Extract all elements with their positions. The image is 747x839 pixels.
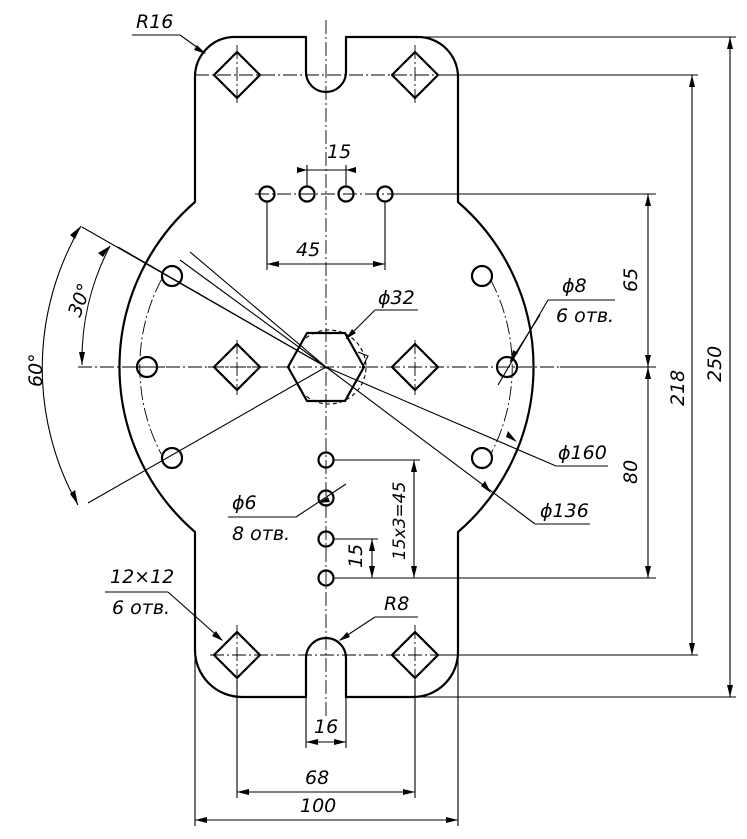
label-r8: R8 (384, 593, 409, 615)
label-12x12: 12×12 (110, 566, 174, 588)
label-30deg: 30° (64, 281, 96, 320)
label-68: 68 (305, 767, 329, 789)
dim-16 (305, 697, 347, 748)
label-d6-count: 8 отв. (232, 523, 290, 545)
dim-218 (440, 74, 698, 656)
label-d6: ϕ6 (232, 492, 257, 514)
dim-100 (194, 650, 459, 826)
label-d160: ϕ160 (558, 442, 607, 464)
label-80: 80 (620, 460, 642, 484)
leader-d6 (228, 483, 347, 518)
dimension-labels: R16 15 45 ϕ32 ϕ8 6 отв. 65 30° 60° 218 2… (25, 11, 726, 817)
label-16: 16 (314, 716, 338, 738)
label-d8-count: 6 отв. (556, 305, 614, 327)
dim-68 (236, 680, 416, 798)
dim-45 (266, 202, 386, 270)
label-65: 65 (620, 268, 642, 292)
label-r16: R16 (136, 11, 173, 33)
leader-d32 (345, 309, 418, 340)
label-60deg: 60° (25, 353, 47, 387)
label-15-bottom: 15 (345, 544, 367, 568)
label-45: 45 (296, 239, 320, 261)
angle-construction (41, 225, 327, 506)
label-d8: ϕ8 (562, 275, 587, 297)
dim-250 (413, 36, 736, 698)
dim-65-80 (334, 193, 656, 579)
leader-d160-d136 (325, 366, 608, 525)
square-holes (212, 50, 440, 680)
label-12x12-count: 6 отв. (112, 597, 170, 619)
label-100: 100 (300, 795, 336, 817)
central-hexagon (286, 329, 369, 405)
vertical-hole-column (317, 451, 335, 587)
leader-12x12 (105, 591, 223, 641)
label-218: 218 (667, 370, 689, 406)
centerlines (78, 20, 560, 716)
top-hole-row (255, 185, 398, 203)
leader-d8 (497, 299, 615, 386)
dim-15x3 (334, 459, 420, 578)
bolt-circle-holes (135, 264, 519, 470)
label-d136: ϕ136 (540, 500, 589, 522)
leader-r8 (339, 616, 418, 641)
label-15x3: 15x3=45 (390, 482, 410, 560)
dim-15-top (297, 165, 356, 186)
leader-r16 (132, 34, 206, 54)
label-d32: ϕ32 (378, 287, 415, 309)
label-15-top: 15 (327, 141, 351, 163)
label-250: 250 (704, 346, 726, 382)
